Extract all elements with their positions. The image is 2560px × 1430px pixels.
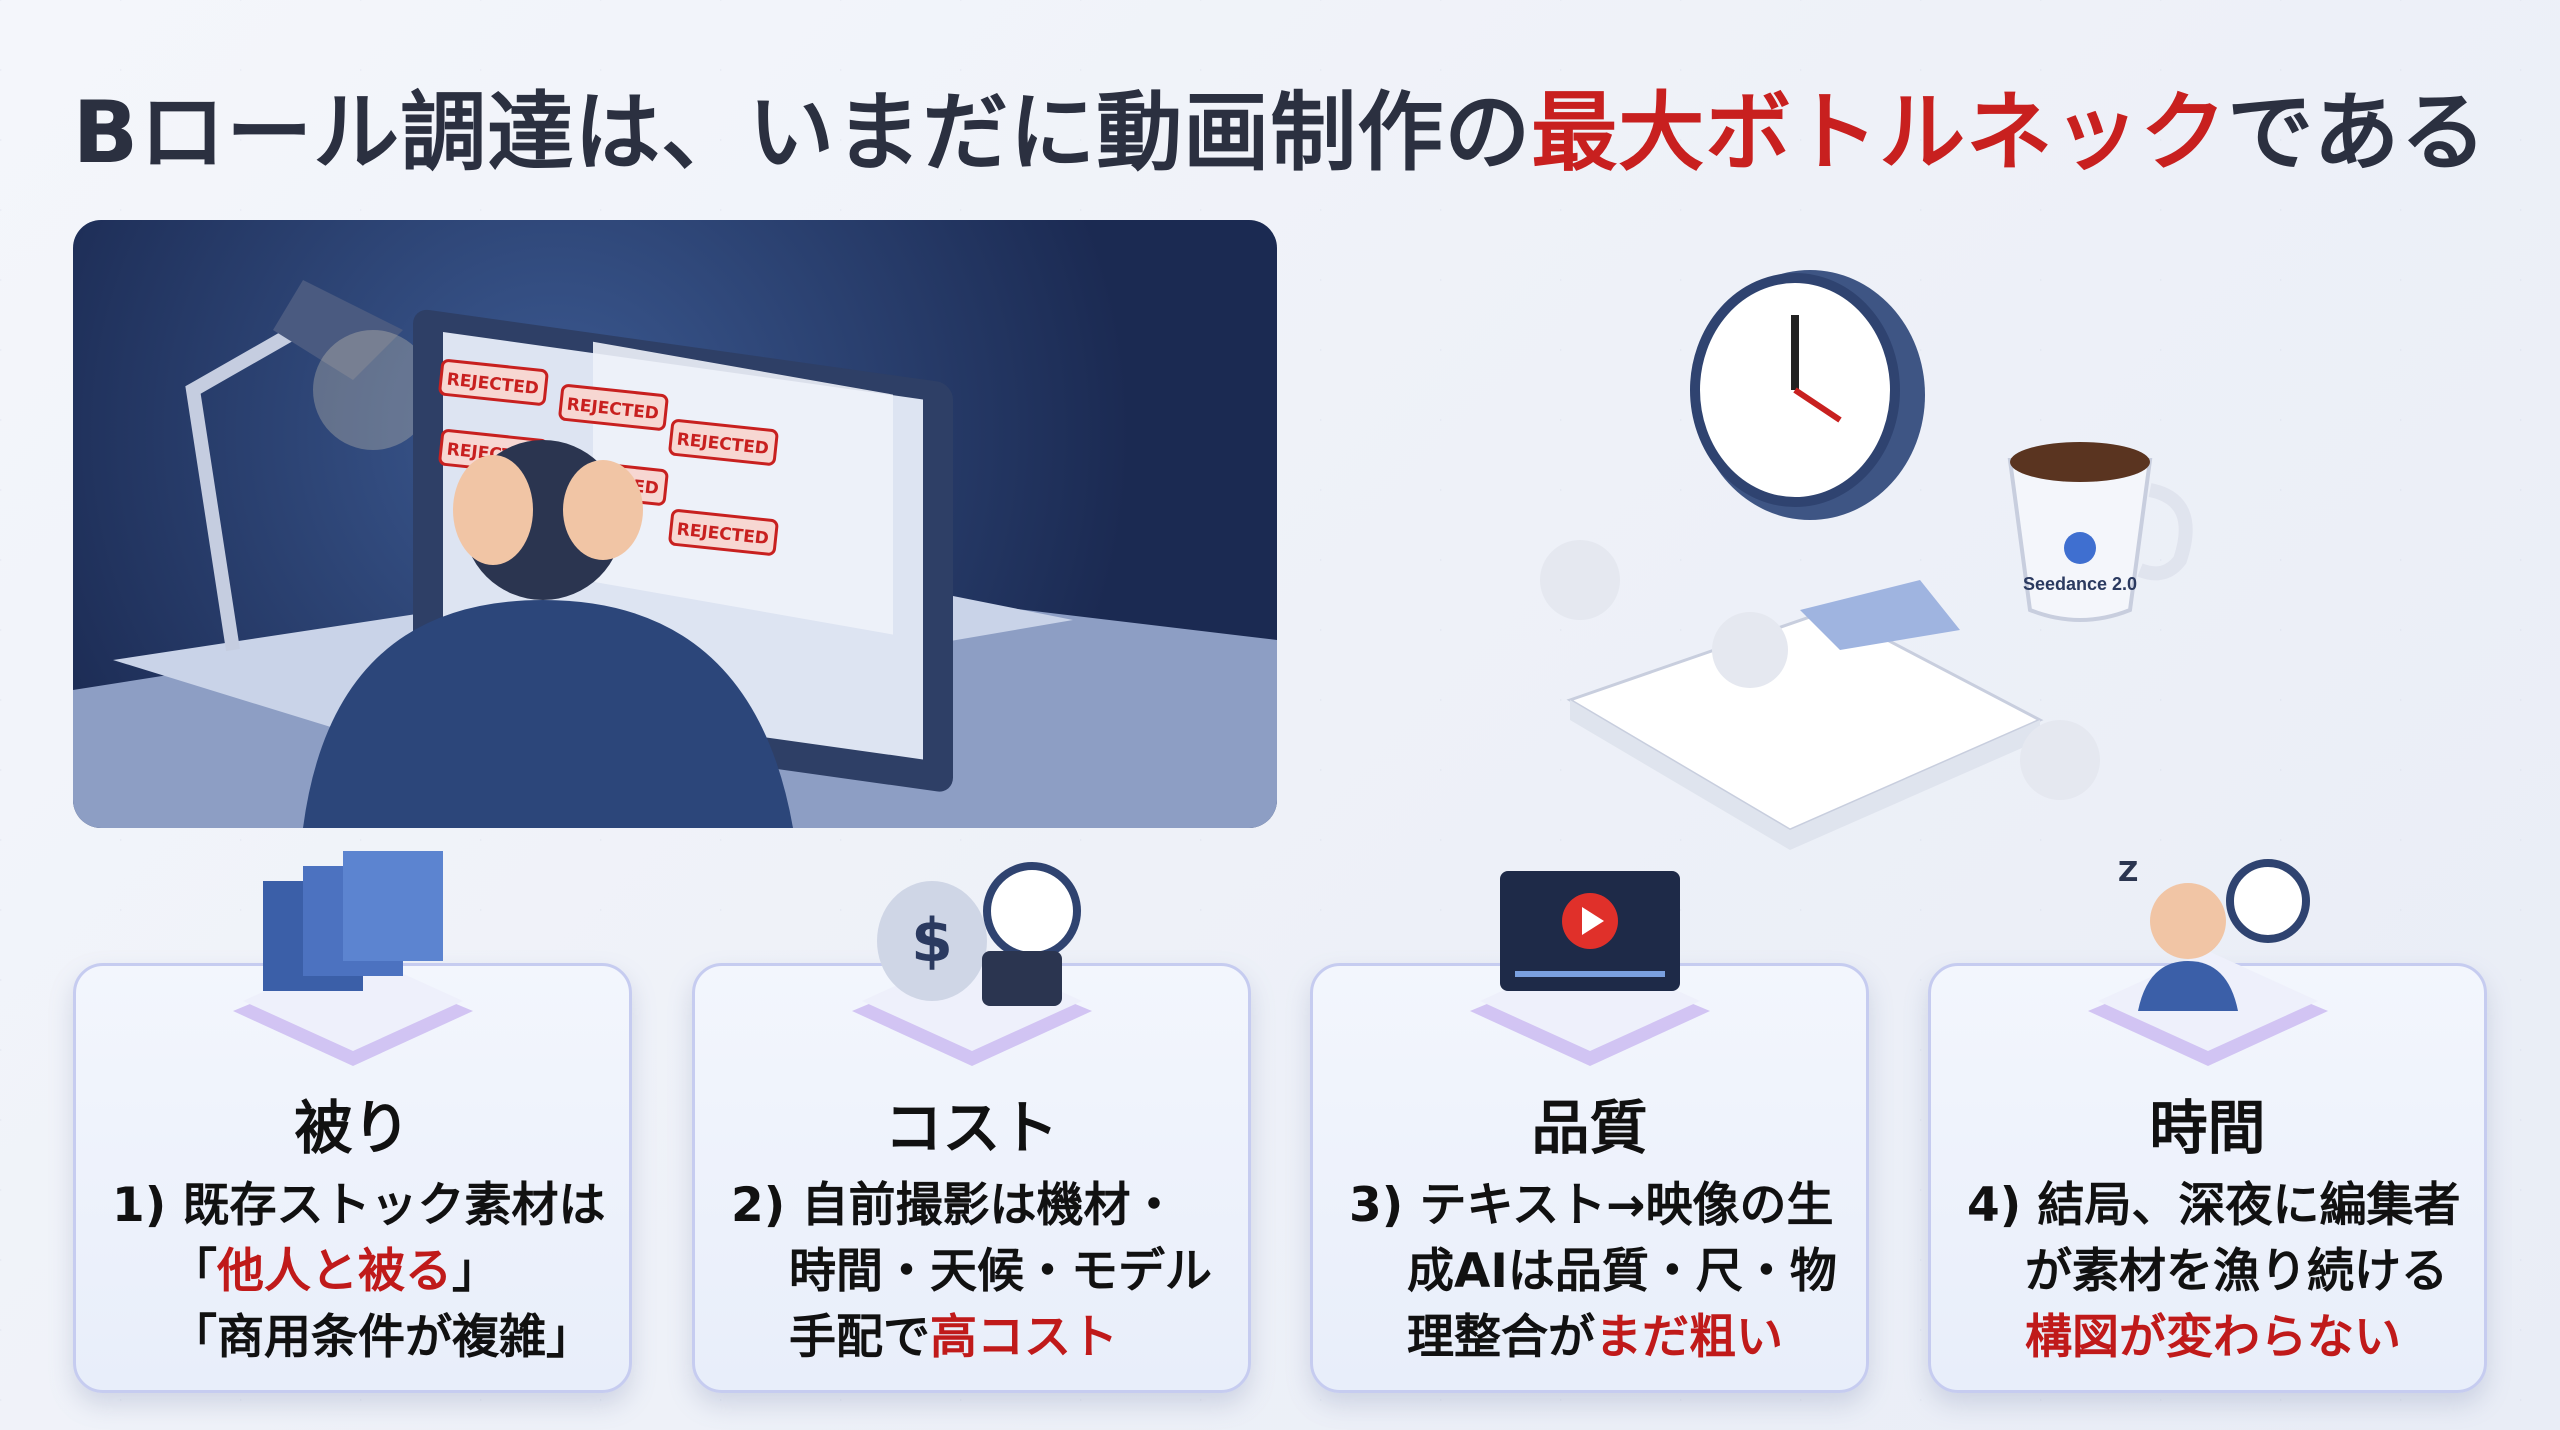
coffee-mug-icon: Seedance 2.0 bbox=[2007, 442, 2193, 622]
desk-lamp bbox=[185, 303, 337, 652]
card-line: 3) テキスト→映像の生 bbox=[1349, 1178, 1834, 1233]
card-title: 被り bbox=[294, 1094, 411, 1162]
crumpled-paper bbox=[1712, 612, 1788, 688]
svg-text:Z: Z bbox=[2118, 855, 2138, 888]
title-highlight: 最大ボトルネック bbox=[1531, 83, 2228, 183]
title-main: Bロール調達は、いまだに動画制作の bbox=[72, 83, 1532, 183]
video-player-icon bbox=[1469, 871, 1710, 1066]
card-highlight: 高コスト bbox=[930, 1310, 1118, 1365]
card-line: 時間・天候・モデル bbox=[789, 1244, 1212, 1299]
crumpled-paper bbox=[2020, 720, 2100, 800]
card-line: 4) 結局、深夜に編集者 bbox=[1967, 1178, 2461, 1233]
card-highlight: 構図が変わらない bbox=[2025, 1310, 2401, 1365]
photo-stack-icon bbox=[232, 851, 473, 1066]
clock-icon bbox=[1690, 270, 1925, 520]
page-title: Bロール調達は、いまだに動画制作の最大ボトルネックである bbox=[0, 62, 2560, 187]
card-body: 2) 自前撮影は機材・時間・天候・モデル手配で高コスト bbox=[695, 1173, 1248, 1371]
card-body: 3) テキスト→映像の生成AIは品質・尺・物理整合がまだ粗い bbox=[1313, 1173, 1866, 1371]
card-line: 「他人と被る」 bbox=[170, 1244, 499, 1299]
card-line: 構図が変わらない bbox=[1967, 1305, 2484, 1371]
card-overlap: 被り 1) 既存ストック素材は「他人と被る」「商用条件が複雑」 bbox=[73, 851, 632, 1393]
card-title: 時間 bbox=[2149, 1094, 2266, 1162]
desk-clock-coffee-illustration: Seedance 2.0 bbox=[1500, 250, 2300, 870]
card-highlight: 他人と被る bbox=[217, 1244, 452, 1299]
crumpled-paper bbox=[1540, 540, 1620, 620]
rejected-stamp: REJECTED bbox=[558, 384, 669, 431]
card-line: 手配で高コスト bbox=[789, 1310, 1118, 1365]
svg-text:$: $ bbox=[911, 906, 953, 976]
tired-person-clock-icon: Z bbox=[2087, 855, 2328, 1066]
rejected-stamp: REJECTED bbox=[438, 359, 549, 406]
card-line: が素材を漁り続ける bbox=[2025, 1244, 2448, 1299]
person bbox=[303, 440, 793, 828]
card-body: 4) 結局、深夜に編集者が素材を漁り続ける構図が変わらない bbox=[1931, 1173, 2484, 1371]
card-time: Z 時間 4) 結局、深夜に編集者が素材を漁り続ける構図が変わらない bbox=[1928, 855, 2487, 1393]
card-line: 成AIは品質・尺・物 bbox=[1407, 1244, 1837, 1299]
money-camera-clock-icon: $ bbox=[851, 862, 1092, 1066]
card-cost: $ コスト 2) 自前撮影は機材・時間・天候・モデル手配で高コスト bbox=[692, 862, 1251, 1393]
card-line: 「商用条件が複雑」 bbox=[170, 1310, 593, 1365]
card-body: 1) 既存ストック素材は「他人と被る」「商用条件が複雑」 bbox=[76, 1173, 629, 1371]
card-line: 理整合がまだ粗い bbox=[1407, 1310, 1783, 1365]
card-line: 2) 自前撮影は機材・ bbox=[731, 1178, 1178, 1233]
card-line: 1) 既存ストック素材は bbox=[112, 1178, 606, 1233]
paper-stack bbox=[1566, 580, 2044, 850]
title-tail: である bbox=[2227, 83, 2488, 183]
card-title: コスト bbox=[884, 1094, 1059, 1162]
rejected-stamp: REJECTED bbox=[668, 509, 779, 556]
rejected-stamp: REJECTED bbox=[668, 419, 779, 466]
mug-brand-label: Seedance 2.0 bbox=[2023, 574, 2137, 594]
card-highlight: まだ粗い bbox=[1595, 1310, 1783, 1365]
card-title: 品質 bbox=[1531, 1094, 1648, 1162]
card-quality: 品質 3) テキスト→映像の生成AIは品質・尺・物理整合がまだ粗い bbox=[1310, 871, 1869, 1393]
